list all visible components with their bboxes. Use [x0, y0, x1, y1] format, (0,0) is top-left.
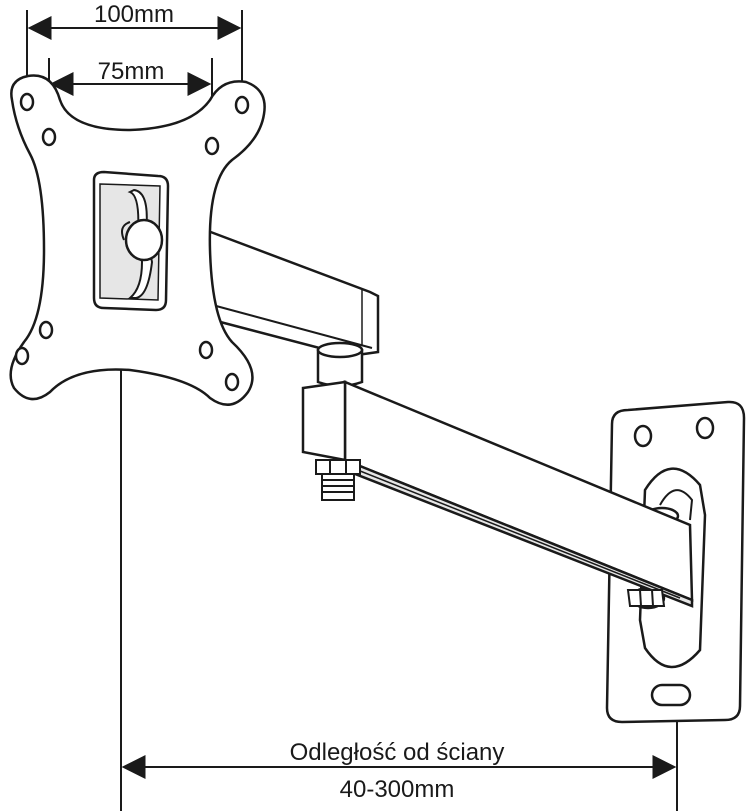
vesa-hole-100-top-right [234, 95, 250, 115]
tilt-knob [124, 218, 164, 262]
vesa-hole-100-bottom-left [14, 346, 30, 366]
vesa-dimensions [26, 10, 243, 128]
distance-extensions [120, 335, 678, 811]
plate-hole-top-right [695, 416, 715, 440]
plate-bolt [626, 589, 666, 607]
vesa-hole-75-top-right [204, 136, 220, 156]
inner-dimension-label: 75mm [98, 58, 165, 85]
plate-hole-top-left [633, 424, 653, 448]
vesa-hole-75-bottom-left [38, 320, 54, 340]
outer-dimension-label: 100mm [94, 1, 174, 28]
vesa-hole-100-bottom-right [224, 372, 240, 392]
pivot-joint [316, 341, 364, 388]
plate-slot [650, 683, 692, 707]
distance-label: Odległość od ściany [290, 739, 505, 766]
arm-bolt [315, 459, 361, 501]
vesa-hole-75-top-left [41, 127, 57, 147]
vesa-hole-100-top-left [19, 92, 35, 112]
vesa-hole-75-bottom-right [198, 340, 214, 360]
vesa-plate [9, 74, 266, 406]
distance-range-label: 40-300mm [340, 776, 455, 803]
